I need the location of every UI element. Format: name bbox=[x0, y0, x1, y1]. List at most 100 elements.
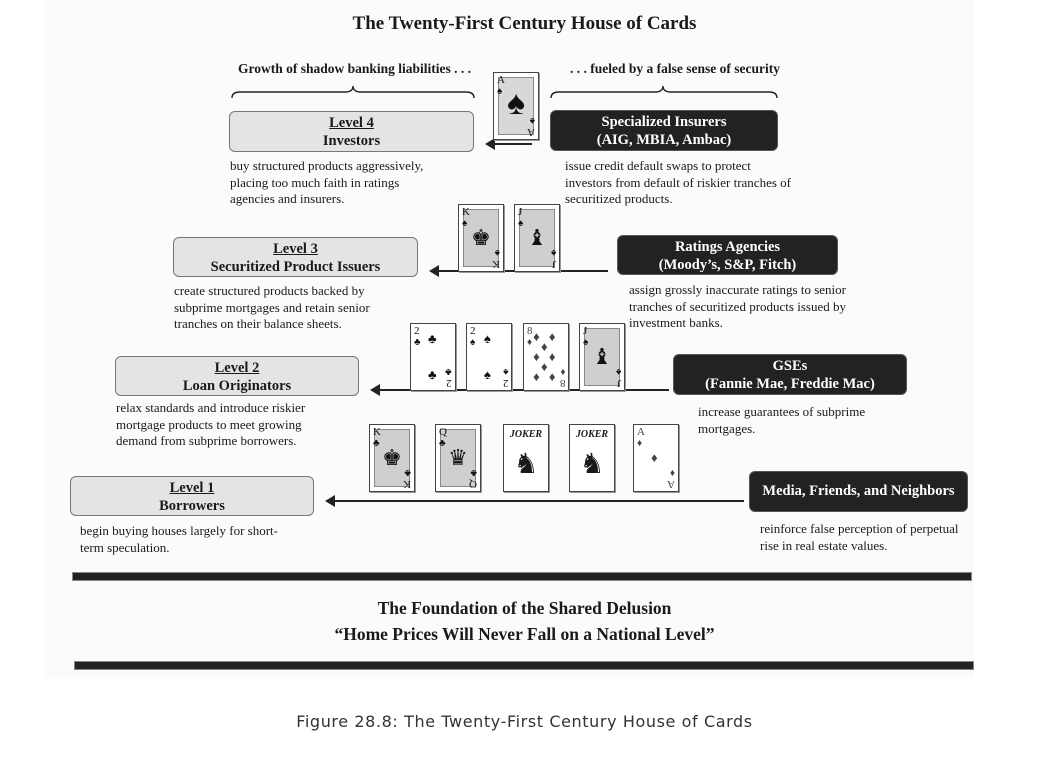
level-2-desc-line: relax standards and introduce riskier bbox=[116, 400, 305, 417]
level-1-desc-line: term speculation. bbox=[80, 540, 278, 557]
driver-gses-subtitle: (Fannie Mae, Freddie Mac) bbox=[674, 375, 906, 393]
card-pip-icon: ♦ bbox=[541, 360, 548, 373]
card-corner-index: A♦ bbox=[637, 427, 645, 449]
left-brace bbox=[228, 84, 478, 100]
card-pip-icon: ♣ bbox=[428, 368, 437, 381]
card-pip-icon: ♦ bbox=[549, 370, 556, 383]
driver-desc-line: rise in real estate values. bbox=[760, 538, 959, 555]
driver-insurers-title: Specialized Insurers bbox=[551, 113, 777, 131]
card-corner-index: K♠ bbox=[492, 247, 500, 269]
card-corner-index: J♠ bbox=[616, 366, 621, 388]
card-pip-icon: ♠ bbox=[484, 332, 491, 345]
driver-desc-line: mortgages. bbox=[698, 421, 865, 438]
card-pip-icon: ♦ bbox=[541, 340, 548, 353]
level-1-desc: begin buying houses largely for short- t… bbox=[80, 523, 278, 556]
playing-card: ♝J♠J♠ bbox=[579, 323, 625, 391]
driver-ratings-box: Ratings Agencies (Moody’s, S&P, Fitch) bbox=[617, 235, 838, 275]
arrow-level-4 bbox=[494, 143, 532, 145]
driver-insurers-subtitle: (AIG, MBIA, Ambac) bbox=[551, 131, 777, 149]
foundation-top-bar bbox=[72, 572, 972, 581]
card-pip-icon: ♦ bbox=[533, 330, 540, 343]
card-rank-label: JOKER bbox=[504, 429, 548, 440]
playing-card: JOKER ♞ bbox=[569, 424, 615, 492]
card-corner-index: Q♣ bbox=[439, 427, 447, 449]
level-3-box: Level 3 Securitized Product Issuers bbox=[173, 237, 418, 277]
joker-figure-icon: ♞ bbox=[570, 447, 614, 481]
card-corner-index: J♠ bbox=[518, 207, 523, 229]
level-3-desc-line: subprime mortgages and retain senior bbox=[174, 300, 370, 317]
card-corner-index: 2♠ bbox=[503, 366, 509, 388]
level-4-name: Investors bbox=[323, 133, 380, 149]
card-corner-index: A♠ bbox=[497, 75, 505, 97]
level-1-name: Borrowers bbox=[159, 498, 225, 514]
level-4-desc-line: placing too much faith in ratings bbox=[230, 175, 423, 192]
card-corner-index: 8♦ bbox=[560, 366, 566, 388]
driver-desc-line: assign grossly inaccurate ratings to sen… bbox=[629, 282, 846, 299]
driver-media-title: Media, Friends, and Neighbors bbox=[750, 482, 967, 500]
level-2-desc: relax standards and introduce riskier mo… bbox=[116, 400, 305, 450]
driver-ratings-title: Ratings Agencies bbox=[618, 238, 837, 256]
card-pip-icon: ♦ bbox=[549, 350, 556, 363]
card-corner-index: K♣ bbox=[403, 467, 411, 489]
level-2-box: Level 2 Loan Originators bbox=[115, 356, 359, 396]
card-pip-icon: ♦ bbox=[651, 451, 658, 464]
card-corner-index: K♠ bbox=[462, 207, 470, 229]
left-brace-label: Growth of shadow banking liabilities . .… bbox=[238, 61, 471, 77]
level-4-box: Level 4 Investors bbox=[229, 111, 474, 152]
card-corner-index: A♦ bbox=[667, 467, 675, 489]
playing-card: A♦ A♦ ♦ bbox=[633, 424, 679, 492]
playing-card: 2♣2♣♣♣ bbox=[410, 323, 456, 391]
driver-desc-line: investment banks. bbox=[629, 315, 846, 332]
driver-desc-line: issue credit default swaps to protect bbox=[565, 158, 791, 175]
level-4-desc-line: agencies and insurers. bbox=[230, 191, 423, 208]
playing-card: ♛Q♣Q♣ bbox=[435, 424, 481, 492]
level-3-desc: create structured products backed by sub… bbox=[174, 283, 370, 333]
level-4-desc-line: buy structured products aggressively, bbox=[230, 158, 423, 175]
card-pip-icon: ♦ bbox=[533, 350, 540, 363]
driver-desc-line: investors from default of riskier tranch… bbox=[565, 175, 791, 192]
card-corner-index: Q♣ bbox=[469, 467, 477, 489]
playing-card: 8♦8♦♦♦♦♦♦♦♦♦ bbox=[523, 323, 569, 391]
driver-ratings-subtitle: (Moody’s, S&P, Fitch) bbox=[618, 256, 837, 274]
card-pip-icon: ♠ bbox=[484, 368, 491, 381]
driver-gses-title: GSEs bbox=[674, 357, 906, 375]
card-corner-index: 2♣ bbox=[445, 366, 452, 388]
card-corner-index: J♠ bbox=[583, 326, 588, 348]
diagram-title: The Twenty-First Century House of Cards bbox=[0, 13, 1049, 35]
arrow-level-1 bbox=[334, 500, 744, 502]
level-3-desc-line: create structured products backed by bbox=[174, 283, 370, 300]
driver-gses-box: GSEs (Fannie Mae, Freddie Mac) bbox=[673, 354, 907, 395]
foundation-title: The Foundation of the Shared Delusion bbox=[0, 598, 1049, 619]
card-pip-icon: ♦ bbox=[533, 370, 540, 383]
driver-desc-line: reinforce false perception of perpetual bbox=[760, 521, 959, 538]
playing-card: ♚K♣K♣ bbox=[369, 424, 415, 492]
joker-figure-icon: ♞ bbox=[504, 447, 548, 481]
foundation-quote: “Home Prices Will Never Fall on a Nation… bbox=[0, 624, 1049, 645]
playing-card: JOKER ♞ bbox=[503, 424, 549, 492]
playing-card: 2♠ 2♠ ♠ ♠ bbox=[466, 323, 512, 391]
playing-card: ♝J♠J♠ bbox=[514, 204, 560, 272]
driver-desc-line: increase guarantees of subprime bbox=[698, 404, 865, 421]
level-2-name: Loan Originators bbox=[183, 378, 291, 394]
card-rank-label: JOKER bbox=[570, 429, 614, 440]
right-brace-label: . . . fueled by a false sense of securit… bbox=[570, 61, 780, 77]
figure-caption: Figure 28.8: The Twenty-First Century Ho… bbox=[0, 712, 1049, 731]
level-1-box: Level 1 Borrowers bbox=[70, 476, 314, 516]
driver-gses-desc: increase guarantees of subprime mortgage… bbox=[698, 404, 865, 437]
level-2-label: Level 2 bbox=[116, 359, 358, 377]
card-pip-icon: ♣ bbox=[428, 332, 437, 345]
card-corner-index: K♣ bbox=[373, 427, 381, 449]
level-4-desc: buy structured products aggressively, pl… bbox=[230, 158, 423, 208]
level-3-name: Securitized Product Issuers bbox=[211, 259, 381, 275]
card-corner-index: 8♦ bbox=[527, 326, 533, 348]
driver-desc-line: securitized products. bbox=[565, 191, 791, 208]
driver-desc-line: tranches of securitized products issued … bbox=[629, 299, 846, 316]
level-1-label: Level 1 bbox=[71, 479, 313, 497]
card-corner-index: 2♠ bbox=[470, 326, 476, 348]
driver-media-box: Media, Friends, and Neighbors bbox=[749, 471, 968, 512]
foundation-bottom-bar bbox=[74, 661, 974, 670]
level-1-desc-line: begin buying houses largely for short- bbox=[80, 523, 278, 540]
right-brace bbox=[547, 84, 782, 100]
playing-card: ♠A♠A♠ bbox=[493, 72, 539, 140]
playing-card: ♚K♠K♠ bbox=[458, 204, 504, 272]
